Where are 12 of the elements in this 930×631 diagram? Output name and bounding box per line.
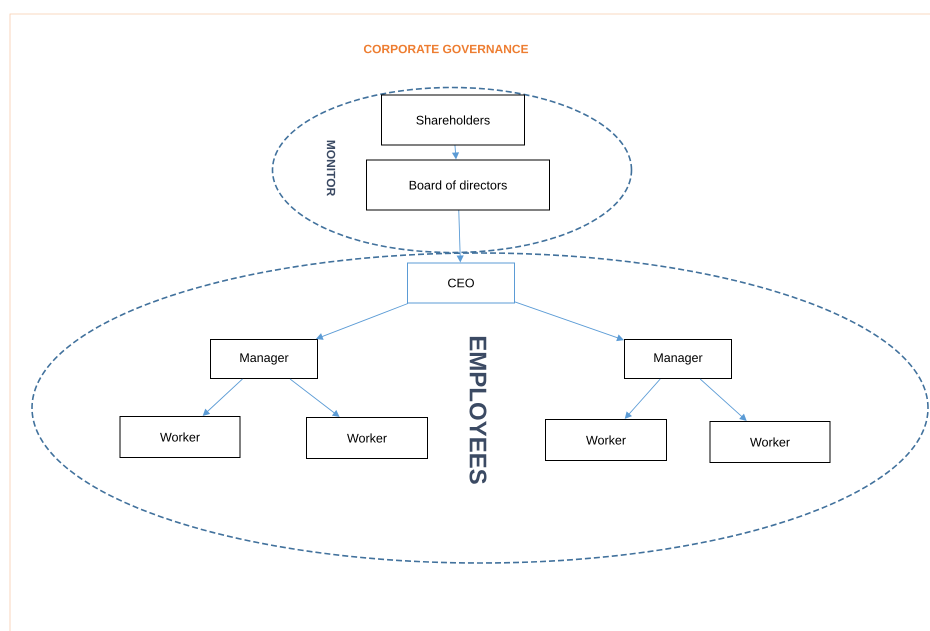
process-box: Shareholders	[381, 94, 525, 146]
process-box: Board of directors	[366, 160, 550, 210]
process-box: Worker	[710, 421, 830, 463]
arrow	[202, 378, 243, 416]
process-box: Worker	[306, 417, 428, 459]
arrow	[624, 378, 661, 419]
process-box: Manager	[624, 339, 732, 379]
process-box: Worker	[545, 419, 667, 461]
process-box: Manager	[210, 339, 318, 379]
process-box: CEO	[407, 262, 515, 304]
title: CORPORATE GOVERNANCE	[364, 44, 528, 54]
process-box: Worker	[120, 416, 240, 458]
